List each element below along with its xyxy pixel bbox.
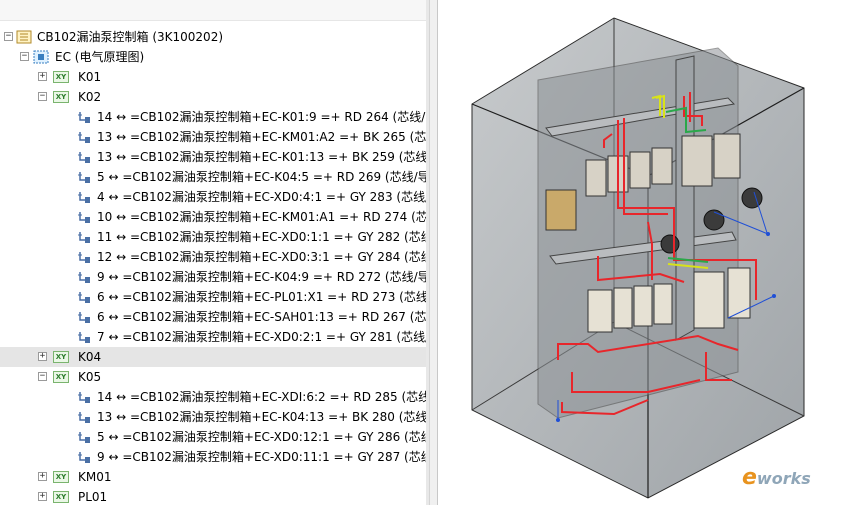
connection-label: 9 ↔ =CB102漏油泵控制箱+EC-XD0:11:1 =+ GY 287 (… — [97, 450, 429, 464]
tree-node-connection[interactable]: 9 ↔ =CB102漏油泵控制箱+EC-K04:9 =+ RD 272 (芯线/… — [0, 267, 429, 290]
tree-node-label: CB102漏油泵控制箱 (3K100202) — [37, 30, 224, 44]
tree-node-device[interactable]: −XY K02 — [0, 87, 426, 107]
connection-icon — [76, 270, 92, 290]
connection-label: 14 ↔ =CB102漏油泵控制箱+EC-K01:9 =+ RD 264 (芯线… — [97, 110, 429, 124]
tree-node-connection[interactable]: 13 ↔ =CB102漏油泵控制箱+EC-KM01:A2 =+ BK 265 (… — [0, 127, 429, 150]
tree-node-label: K04 — [78, 350, 102, 364]
tree-node-device[interactable]: + XY KM01 — [0, 467, 426, 487]
cabinet-3d-model[interactable] — [438, 0, 842, 505]
connection-label: 14 ↔ =CB102漏油泵控制箱+EC-XDI:6:2 =+ RD 285 (… — [97, 390, 429, 404]
connection-icon — [76, 250, 92, 270]
connection-icon — [76, 110, 92, 130]
tree-node-connection[interactable]: 6 ↔ =CB102漏油泵控制箱+EC-PL01:X1 =+ RD 273 (芯… — [0, 287, 429, 310]
tree-node-label: PL01 — [78, 490, 108, 504]
eworks-watermark: eworks — [742, 465, 811, 490]
connection-icon — [76, 450, 92, 470]
tree-node-device[interactable]: −XY K05 — [0, 367, 426, 387]
connection-label: 10 ↔ =CB102漏油泵控制箱+EC-KM01:A1 =+ RD 274 (… — [97, 210, 429, 224]
connection-label: 6 ↔ =CB102漏油泵控制箱+EC-PL01:X1 =+ RD 273 (芯… — [97, 290, 429, 304]
terminal-block — [545, 189, 577, 231]
connection-label: 12 ↔ =CB102漏油泵控制箱+EC-XD0:3:1 =+ GY 284 (… — [97, 250, 429, 264]
connection-label: 4 ↔ =CB102漏油泵控制箱+EC-XD0:4:1 =+ GY 283 (芯… — [97, 190, 429, 204]
connection-icon — [76, 290, 92, 310]
tree-top-strip — [0, 0, 429, 21]
tree-node-connection[interactable]: 9 ↔ =CB102漏油泵控制箱+EC-XD0:11:1 =+ GY 287 (… — [0, 447, 429, 470]
tree-node-device[interactable]: + XY K04 — [0, 347, 426, 367]
connection-icon — [76, 210, 92, 230]
tree-node-ec[interactable]: − EC (电气原理图) — [0, 47, 426, 67]
collapse-toggle-icon[interactable]: − — [4, 31, 13, 41]
tree-node-connection[interactable]: 6 ↔ =CB102漏油泵控制箱+EC-SAH01:13 =+ RD 267 (… — [0, 307, 429, 330]
tree-node-label: EC (电气原理图) — [55, 50, 145, 64]
tree-node-connection[interactable]: 4 ↔ =CB102漏油泵控制箱+EC-XD0:4:1 =+ GY 283 (芯… — [0, 187, 429, 210]
connection-icon — [76, 170, 92, 190]
tree-node-label: K05 — [78, 370, 102, 384]
expand-toggle-icon[interactable]: + — [38, 351, 47, 361]
tree-node-connection[interactable]: 5 ↔ =CB102漏油泵控制箱+EC-K04:5 =+ RD 269 (芯线/… — [0, 167, 429, 190]
expand-toggle-icon[interactable]: + — [38, 71, 47, 81]
connection-icon — [76, 330, 92, 350]
connection-label: 7 ↔ =CB102漏油泵控制箱+EC-XD0:2:1 =+ GY 281 (芯… — [97, 330, 429, 344]
connection-label: 13 ↔ =CB102漏油泵控制箱+EC-K01:13 =+ BK 259 (芯… — [97, 150, 429, 164]
tree-node-connection[interactable]: 14 ↔ =CB102漏油泵控制箱+EC-XDI:6:2 =+ RD 285 (… — [0, 387, 429, 410]
expand-toggle-icon[interactable]: + — [38, 471, 47, 481]
device-xy-icon: XY — [53, 491, 69, 503]
collapse-toggle-icon[interactable]: − — [20, 51, 29, 61]
device-xy-icon: XY — [53, 371, 69, 383]
tree-node-connection[interactable]: 11 ↔ =CB102漏油泵控制箱+EC-XD0:1:1 =+ GY 282 (… — [0, 227, 429, 250]
vertical-scrollbar[interactable] — [426, 0, 429, 505]
device-xy-icon: XY — [53, 351, 69, 363]
connection-icon — [76, 390, 92, 410]
tree-node-device[interactable]: + XY PL01 — [0, 487, 426, 505]
connection-icon — [76, 410, 92, 430]
connection-label: 11 ↔ =CB102漏油泵控制箱+EC-XD0:1:1 =+ GY 282 (… — [97, 230, 429, 244]
expand-toggle-icon[interactable]: + — [38, 491, 47, 501]
lower-relay-group — [587, 267, 751, 333]
collapse-toggle-icon[interactable]: − — [38, 91, 47, 101]
device-xy-icon: XY — [53, 91, 69, 103]
panel-splitter[interactable] — [429, 0, 438, 505]
tree-node-label: K01 — [78, 70, 102, 84]
3d-viewport[interactable] — [438, 0, 842, 505]
connection-icon — [76, 130, 92, 150]
connection-icon — [76, 310, 92, 330]
tree-node-label: KM01 — [78, 470, 112, 484]
connection-label: 13 ↔ =CB102漏油泵控制箱+EC-K04:13 =+ BK 280 (芯… — [97, 410, 429, 424]
tree-node-connection[interactable]: 7 ↔ =CB102漏油泵控制箱+EC-XD0:2:1 =+ GY 281 (芯… — [0, 327, 429, 350]
tree-node-connection[interactable]: 12 ↔ =CB102漏油泵控制箱+EC-XD0:3:1 =+ GY 284 (… — [0, 247, 429, 270]
connection-icon — [76, 230, 92, 250]
connection-icon — [76, 430, 92, 450]
collapse-toggle-icon[interactable]: − — [38, 371, 47, 381]
connection-label: 5 ↔ =CB102漏油泵控制箱+EC-XD0:12:1 =+ GY 286 (… — [97, 430, 429, 444]
connection-icon — [76, 150, 92, 170]
connection-label: 13 ↔ =CB102漏油泵控制箱+EC-KM01:A2 =+ BK 265 (… — [97, 130, 429, 144]
project-icon — [16, 30, 32, 50]
connection-label: 5 ↔ =CB102漏油泵控制箱+EC-K04:5 =+ RD 269 (芯线/… — [97, 170, 429, 184]
tree-node-root[interactable]: − CB102漏油泵控制箱 (3K100202) — [0, 27, 426, 47]
device-xy-icon: XY — [53, 471, 69, 483]
tree-node-connection[interactable]: 14 ↔ =CB102漏油泵控制箱+EC-K01:9 =+ RD 264 (芯线… — [0, 107, 429, 130]
tree-node-device[interactable]: + XY K01 — [0, 67, 426, 87]
tree-node-connection[interactable]: 10 ↔ =CB102漏油泵控制箱+EC-KM01:A1 =+ RD 274 (… — [0, 207, 429, 230]
tree-node-connection[interactable]: 13 ↔ =CB102漏油泵控制箱+EC-K04:13 =+ BK 280 (芯… — [0, 407, 429, 430]
device-xy-icon: XY — [53, 71, 69, 83]
schematic-icon — [33, 50, 49, 70]
connection-label: 6 ↔ =CB102漏油泵控制箱+EC-SAH01:13 =+ RD 267 (… — [97, 310, 429, 324]
connection-icon — [76, 190, 92, 210]
tree-node-label: K02 — [78, 90, 102, 104]
tree-node-connection[interactable]: 13 ↔ =CB102漏油泵控制箱+EC-K01:13 =+ BK 259 (芯… — [0, 147, 429, 170]
connection-label: 9 ↔ =CB102漏油泵控制箱+EC-K04:9 =+ RD 272 (芯线/… — [97, 270, 429, 284]
tree-node-connection[interactable]: 5 ↔ =CB102漏油泵控制箱+EC-XD0:12:1 =+ GY 286 (… — [0, 427, 429, 450]
